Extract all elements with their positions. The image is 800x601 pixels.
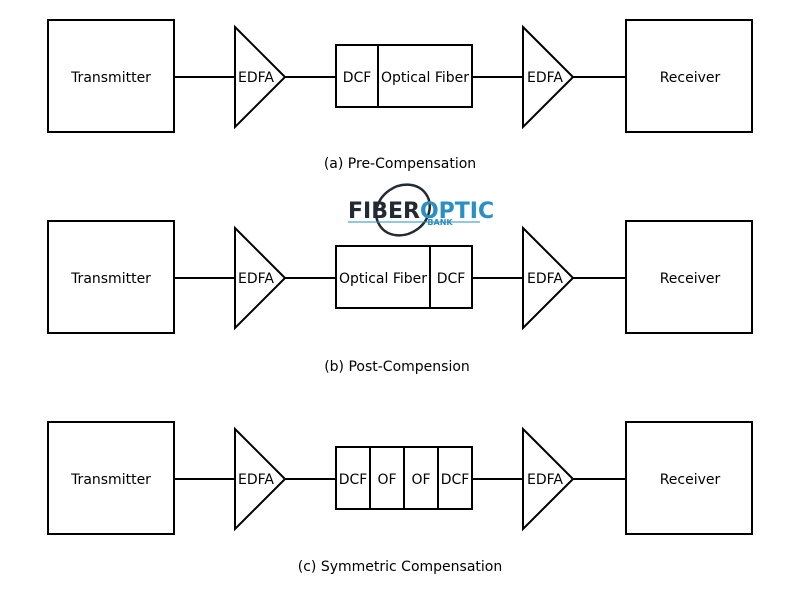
transmitter-label: Transmitter [70, 472, 151, 488]
edfa-amplifier-out [522, 426, 575, 532]
edfa-in-label: EDFA [238, 472, 274, 488]
transmitter-box [47, 19, 175, 133]
edfa-amplifier-out [522, 24, 575, 130]
receiver-box [625, 220, 753, 334]
fiber-span-box [335, 44, 473, 108]
transmitter-label: Transmitter [70, 70, 151, 86]
segment-dcf-label: DCF [437, 271, 466, 287]
caption-b: (b) Post-Compension [324, 359, 470, 375]
transmitter-label: Transmitter [70, 271, 151, 287]
caption-a: (a) Pre-Compensation [324, 156, 476, 172]
receiver-label: Receiver [660, 271, 721, 287]
edfa-out-label: EDFA [527, 70, 563, 86]
receiver-label: Receiver [660, 472, 721, 488]
logo-text: FIBEROPTIC [348, 199, 494, 224]
edfa-in-label: EDFA [238, 70, 274, 86]
edfa-amplifier-in [234, 24, 287, 130]
transmitter-box [47, 421, 175, 535]
receiver-box [625, 19, 753, 133]
edfa-amplifier-out [522, 225, 575, 331]
segment-of-label: OF [411, 472, 430, 488]
edfa-out-label: EDFA [527, 271, 563, 287]
edfa-amplifier-in [234, 225, 287, 331]
receiver-box [625, 421, 753, 535]
logo-fiber-text: FIBER [348, 199, 420, 224]
segment-dcf-label: DCF [343, 70, 372, 86]
edfa-in-label: EDFA [238, 271, 274, 287]
logo-optic-text: OPTIC [420, 199, 494, 224]
edfa-amplifier-in [234, 426, 287, 532]
diagram-c: Transmitter EDFA DCF OF OF DCF EDFA Rece… [47, 421, 753, 575]
segment-optical-fiber-label: Optical Fiber [339, 271, 427, 287]
segment-dcf-label: DCF [441, 472, 470, 488]
edfa-out-label: EDFA [527, 472, 563, 488]
segment-optical-fiber-label: Optical Fiber [381, 70, 469, 86]
segment-of-label: OF [377, 472, 396, 488]
fiber-span-box [335, 245, 473, 309]
diagram-a: Transmitter EDFA DCF Optical Fiber EDFA … [47, 19, 753, 172]
transmitter-box [47, 220, 175, 334]
diagram-b: Transmitter EDFA Optical Fiber DCF EDFA … [47, 220, 753, 375]
caption-c: (c) Symmetric Compensation [298, 559, 502, 575]
fiberoptic-bank-logo: FIBEROPTIC BANK [348, 183, 494, 237]
logo-swoosh [374, 183, 432, 237]
segment-dcf-label: DCF [339, 472, 368, 488]
receiver-label: Receiver [660, 70, 721, 86]
